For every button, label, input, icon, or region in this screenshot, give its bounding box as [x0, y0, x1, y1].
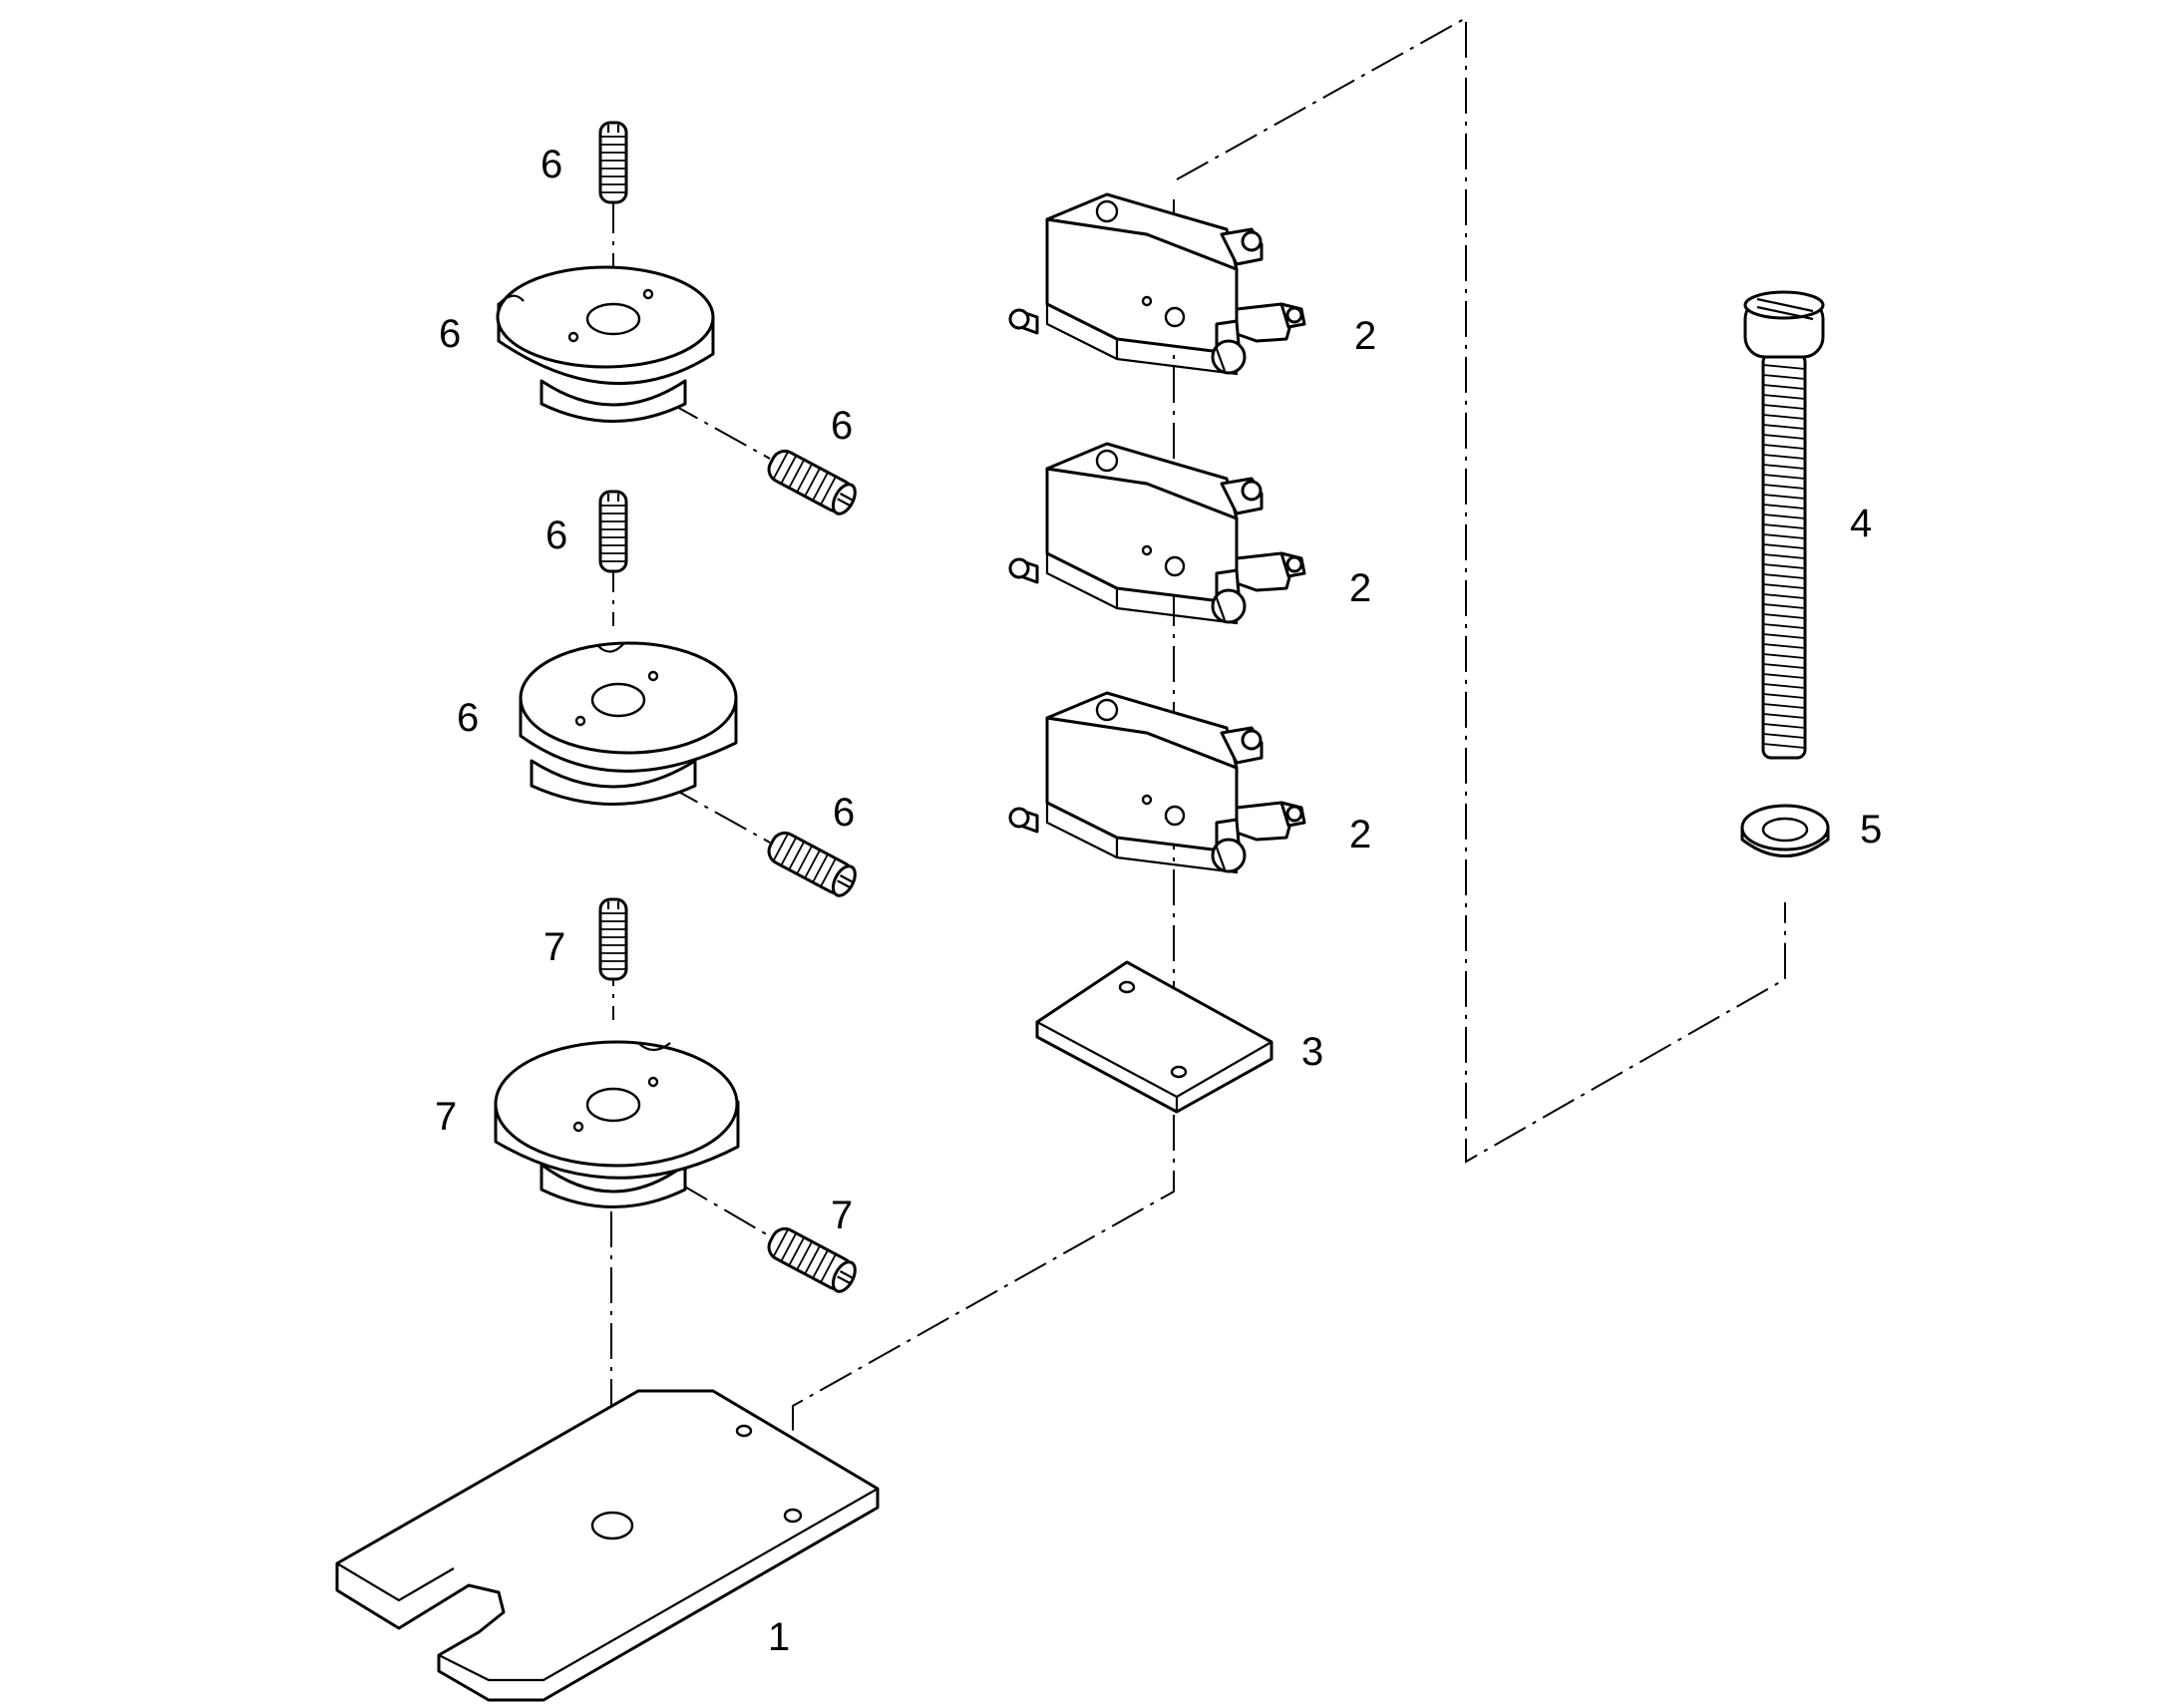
- long-screw: [1743, 290, 1825, 760]
- callout-cam-bottom: 7: [435, 1095, 457, 1139]
- cam-bottom-setscrew-vertical: [598, 897, 628, 981]
- spacer-plate: [1035, 960, 1273, 1114]
- cam-top-setscrew-vertical: [598, 121, 628, 204]
- callout-switch-mid: 2: [1349, 566, 1371, 610]
- cam-top-setscrew-side: [762, 445, 862, 519]
- washer: [1740, 804, 1830, 857]
- callout-cam-mid: 6: [457, 696, 479, 740]
- callout-cam-top: 6: [439, 312, 461, 356]
- callout-long-screw: 4: [1850, 502, 1872, 545]
- switch-mid: [1008, 442, 1306, 625]
- callout-base-plate: 1: [768, 1615, 790, 1659]
- callout-cam-bottom-setscrew-vertical: 7: [544, 925, 565, 969]
- cam-mid-setscrew-vertical: [598, 490, 628, 573]
- base-plate: [335, 1389, 880, 1702]
- cam-bottom: [494, 1040, 740, 1208]
- cam-mid-setscrew-side: [762, 827, 862, 901]
- cam-top: [496, 265, 715, 423]
- callout-cam-top-setscrew-vertical: 6: [541, 143, 562, 186]
- callout-spacer-plate: 3: [1301, 1030, 1323, 1074]
- callout-switch-top: 2: [1354, 314, 1376, 358]
- switch-bottom: [1008, 691, 1306, 874]
- callout-cam-top-setscrew-side: 6: [831, 404, 853, 448]
- switch-top: [1008, 192, 1306, 376]
- callout-cam-mid-setscrew-vertical: 6: [545, 513, 567, 557]
- callout-switch-bottom: 2: [1349, 813, 1371, 856]
- callout-cam-mid-setscrew-side: 6: [833, 791, 855, 835]
- cam-mid: [519, 641, 738, 806]
- callout-labels: 1 2 2 2 3 4 5 6 6 6 6 6 6 7 7 7: [435, 143, 1882, 1659]
- callout-washer: 5: [1860, 808, 1882, 852]
- callout-cam-bottom-setscrew-side: 7: [831, 1194, 853, 1237]
